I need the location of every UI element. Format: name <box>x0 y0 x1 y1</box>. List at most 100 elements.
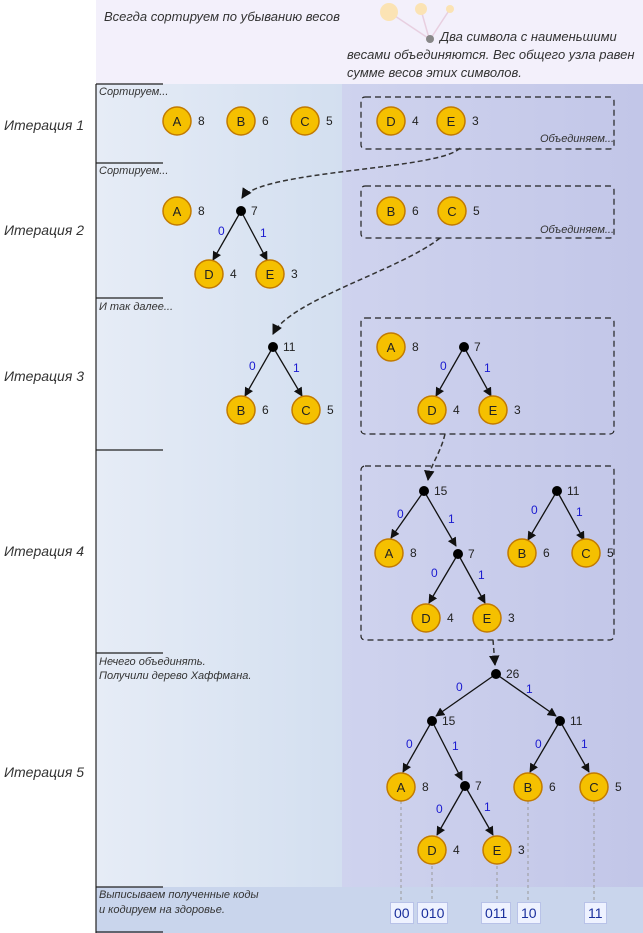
iteration-label-4: Итерация 4 <box>4 543 84 559</box>
edge-code-0: 0 <box>431 566 438 580</box>
leaf-circle <box>437 196 467 226</box>
leaf-letter: A <box>173 204 182 219</box>
leaf-weight: 3 <box>508 611 515 625</box>
iteration-1-note: Сортируем... <box>99 86 169 98</box>
edge-code-0: 0 <box>218 224 225 238</box>
leaf-weight: 5 <box>326 114 333 128</box>
iteration-label-3: Итерация 3 <box>4 368 84 384</box>
code-d: 010 <box>417 902 449 924</box>
edge-code-1: 1 <box>260 226 267 240</box>
leaf-weight: 6 <box>549 780 556 794</box>
leaf-circle <box>417 835 447 865</box>
leaf-circle <box>436 106 466 136</box>
leaf-letter: C <box>300 114 309 129</box>
edge-code-1: 1 <box>484 800 491 814</box>
code-a: 00 <box>390 902 414 924</box>
leaf-letter: D <box>386 114 395 129</box>
iteration-3-note: И так далее... <box>99 301 174 313</box>
leaf-circle <box>507 538 537 568</box>
edge-code-1: 1 <box>478 568 485 582</box>
leaf-letter: D <box>421 611 430 626</box>
edge-code-0: 0 <box>456 680 463 694</box>
leaf-circle <box>472 603 502 633</box>
leaf-weight: 3 <box>518 843 525 857</box>
leaf-circle <box>417 395 447 425</box>
leaf-circle <box>162 196 192 226</box>
leaf-circle <box>255 259 285 289</box>
leaf-circle <box>513 772 543 802</box>
group-boxes <box>360 96 615 641</box>
iteration-label-2: Итерация 2 <box>4 222 84 238</box>
header-note-right-2: весами объединяются. Вес общего узла рав… <box>347 47 635 62</box>
leaf-letter: E <box>489 403 498 418</box>
internal-weight: 15 <box>442 714 456 728</box>
leaf-circle <box>226 395 256 425</box>
internal-weight: 15 <box>434 484 448 498</box>
edge-code-0: 0 <box>397 507 404 521</box>
leaf-circle <box>194 259 224 289</box>
leaf-circle <box>579 772 609 802</box>
leaf-letter: E <box>447 114 456 129</box>
leaf-letter: E <box>483 611 492 626</box>
leaf-weight: 8 <box>422 780 429 794</box>
leaf-circle <box>386 772 416 802</box>
leaf-weight: 8 <box>198 114 205 128</box>
leaf-weight: 5 <box>327 403 334 417</box>
internal-weight: 7 <box>468 547 475 561</box>
iteration-label-1: Итерация 1 <box>4 117 84 133</box>
edge-code-1: 1 <box>452 739 459 753</box>
code-guide-lines <box>400 801 595 900</box>
edge-code-0: 0 <box>535 737 542 751</box>
leaf-letter: A <box>387 340 396 355</box>
leaf-weight: 5 <box>607 546 614 560</box>
header-background <box>96 0 643 84</box>
leaf-letter: C <box>447 204 456 219</box>
leaf-letter: A <box>385 546 394 561</box>
leaf-weight: 3 <box>514 403 521 417</box>
leaf-weight: 6 <box>262 403 269 417</box>
leaf-circle <box>411 603 441 633</box>
leaf-letter: C <box>589 780 598 795</box>
leaf-weight: 8 <box>412 340 419 354</box>
leaf-letter: B <box>524 780 533 795</box>
leaf-letter: D <box>427 843 436 858</box>
leaf-circle <box>482 835 512 865</box>
iteration-5-note-1: Нечего объединять. <box>99 656 206 668</box>
leaf-letter: E <box>266 267 275 282</box>
leaf-weight: 4 <box>412 114 419 128</box>
edge-code-1: 1 <box>576 505 583 519</box>
leaf-circle <box>571 538 601 568</box>
footer-note-1: Выписываем полученные коды <box>99 889 259 901</box>
leaf-weight: 3 <box>291 267 298 281</box>
leaf-letter: D <box>204 267 213 282</box>
leaf-weight: 4 <box>447 611 454 625</box>
internal-weight: 7 <box>251 204 258 218</box>
header-note-right-1: Два символа с наименьшими <box>440 29 617 44</box>
internal-weight: 11 <box>283 340 296 354</box>
leaf-letter: B <box>237 114 246 129</box>
edge-code-0: 0 <box>406 737 413 751</box>
iteration-2-note: Сортируем... <box>99 165 169 177</box>
leaf-letter: C <box>581 546 590 561</box>
iteration-2-merge-note: Объединяем... <box>540 224 615 236</box>
leaf-circle <box>478 395 508 425</box>
